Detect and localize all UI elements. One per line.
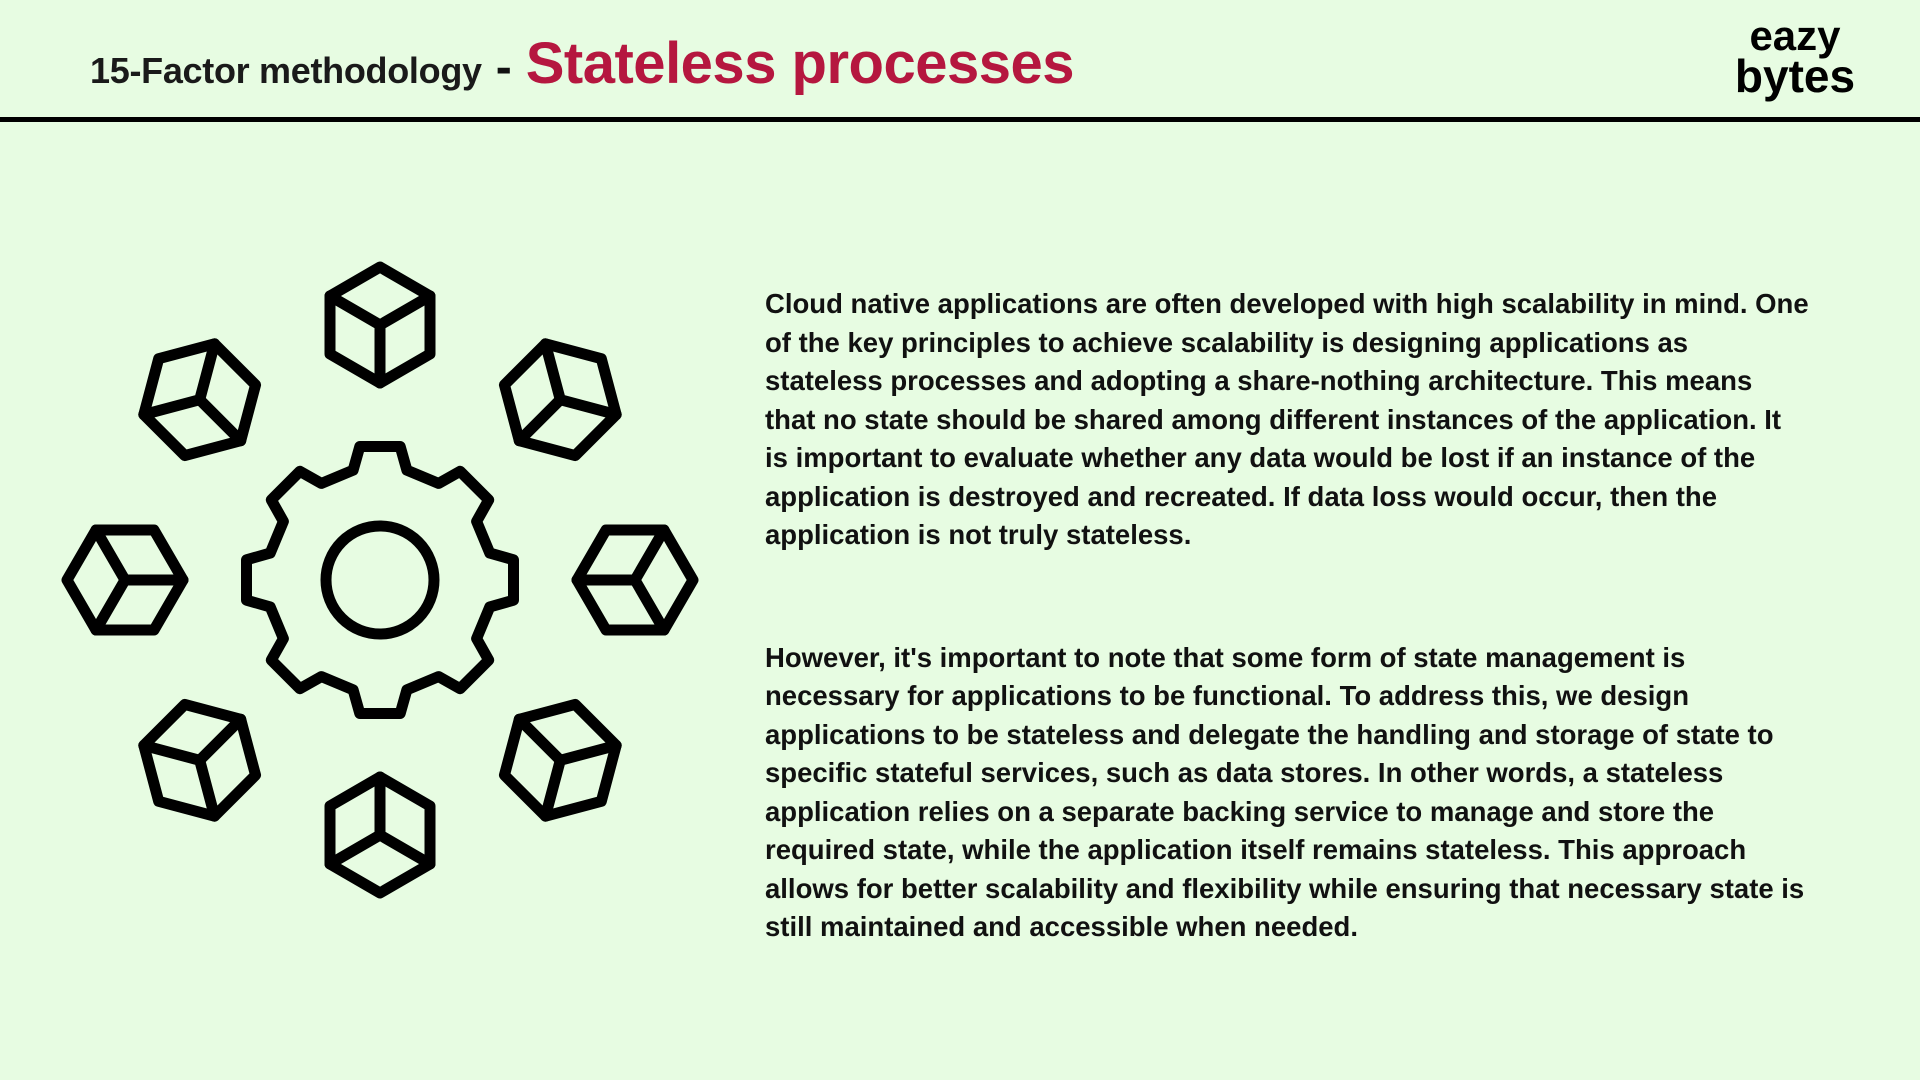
cube-icon — [67, 530, 183, 630]
logo-line-1: eazy — [1749, 12, 1841, 59]
paragraph-state-management: However, it's important to note that som… — [765, 641, 1805, 943]
cube-icon — [330, 777, 430, 893]
cube-icon — [123, 684, 276, 837]
slide-title: Stateless processes — [525, 31, 1075, 96]
gear-icon — [241, 441, 519, 719]
page-title: 15-Factor methodology - Stateless proces… — [90, 30, 1075, 100]
cube-icon — [484, 684, 637, 837]
header-bar: 15-Factor methodology - Stateless proces… — [0, 0, 1920, 122]
methodology-label: 15-Factor methodology — [90, 50, 482, 91]
paragraph-stateless-intro: Cloud native applications are often deve… — [765, 288, 1809, 550]
cube-icon — [123, 323, 276, 476]
cube-icon — [330, 267, 430, 383]
diagram-svg — [40, 240, 720, 920]
cube-icon — [484, 323, 637, 476]
logo-line-2: bytes — [1734, 50, 1856, 102]
content-text: Cloud native applications are often deve… — [765, 285, 1810, 947]
eazybytes-logo: eazy bytes — [1725, 12, 1865, 102]
cube-orbit — [67, 267, 693, 893]
title-separator: - — [495, 41, 512, 94]
stateless-diagram — [40, 240, 720, 920]
cube-icon — [577, 530, 693, 630]
